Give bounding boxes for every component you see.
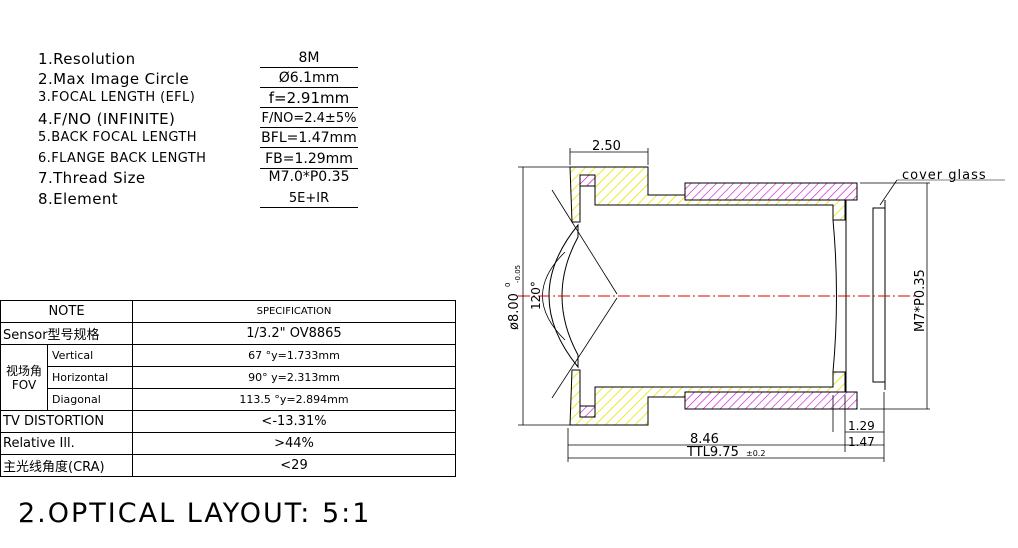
spec-value: BFL=1.47mm (260, 130, 358, 148)
dim-length-label: 8.46 (690, 432, 719, 447)
spec-label: 5.BACK FOCAL LENGTH (38, 130, 197, 145)
cover-glass (872, 207, 886, 383)
cra-value: <29 (132, 454, 456, 477)
cover-glass-label: cover glass (902, 168, 987, 183)
table-row: Relative Ill. >44% (0, 432, 456, 455)
fov-vertical-label: Vertical (47, 344, 133, 367)
table-header-row: NOTE SPECIFICATION (0, 300, 456, 323)
thread-top (684, 182, 858, 201)
section-title: 2.OPTICAL LAYOUT: 5:1 (18, 498, 372, 529)
spec-label: 1.Resolution (38, 50, 136, 68)
fov-ray-bottom (551, 297, 618, 399)
cra-label: 主光线角度(CRA) (0, 454, 133, 477)
dim-bfl-label: 1.47 (848, 435, 875, 449)
spec-value: F/NO=2.4±5% (260, 111, 358, 128)
dim-thread-label: M7*P0.35 (913, 269, 928, 332)
dim-ttl-label: TTL9.75 (686, 445, 739, 460)
spec-value: Ø6.1mm (260, 70, 358, 88)
front-lens (548, 223, 579, 369)
rear-lens (832, 219, 837, 373)
fov-ray-top (551, 189, 618, 295)
spec-label: 4.F/NO (INFINITE) (38, 110, 176, 128)
spec-label: 8.Element (38, 190, 119, 208)
fov-diagonal-label: Diagonal (47, 388, 133, 411)
spec-value: FB=1.29mm (260, 151, 358, 169)
fov-label-line2: FOV (11, 377, 37, 392)
spec-value: 8M (260, 50, 358, 68)
thread-bottom-left (579, 405, 596, 418)
header-note: NOTE (0, 300, 133, 323)
dim-top-label: 2.50 (592, 139, 621, 154)
dim-angle-label: 120° (529, 281, 543, 310)
sensor-value: 1/3.2" OV8865 (132, 322, 456, 345)
spec-label: 2.Max Image Circle (38, 70, 190, 88)
table-row: Horizontal 90° y=2.313mm (1, 366, 456, 389)
spec-label: 7.Thread Size (38, 169, 146, 187)
dim-diameter-tol-lower: -0.05 (514, 265, 522, 283)
spec-label: 6.FLANGE BACK LENGTH (38, 151, 207, 166)
leader-line (879, 179, 898, 206)
spec-value: M7.0*P0.35 (268, 169, 350, 185)
spec-value: 5E+IR (260, 190, 358, 208)
thread-bottom (684, 391, 858, 410)
spec-value: f=2.91mm (260, 90, 358, 108)
table-row: 主光线角度(CRA) <29 (0, 454, 456, 477)
fov-label-line1: 视场角 (5, 363, 42, 378)
dim-diameter-tol-upper: 0 (504, 283, 512, 287)
spec-label: 3.FOCAL LENGTH (EFL) (38, 90, 196, 105)
thread-top-left (579, 174, 596, 187)
dim-diameter-label: ø8.00 (507, 293, 522, 330)
spec-table: NOTE SPECIFICATION Sensor型号规格 1/3.2" OV8… (0, 300, 456, 477)
dim-ttl-tol-label: ±0.2 (746, 449, 765, 458)
dim-fb-label: 1.29 (848, 419, 875, 433)
